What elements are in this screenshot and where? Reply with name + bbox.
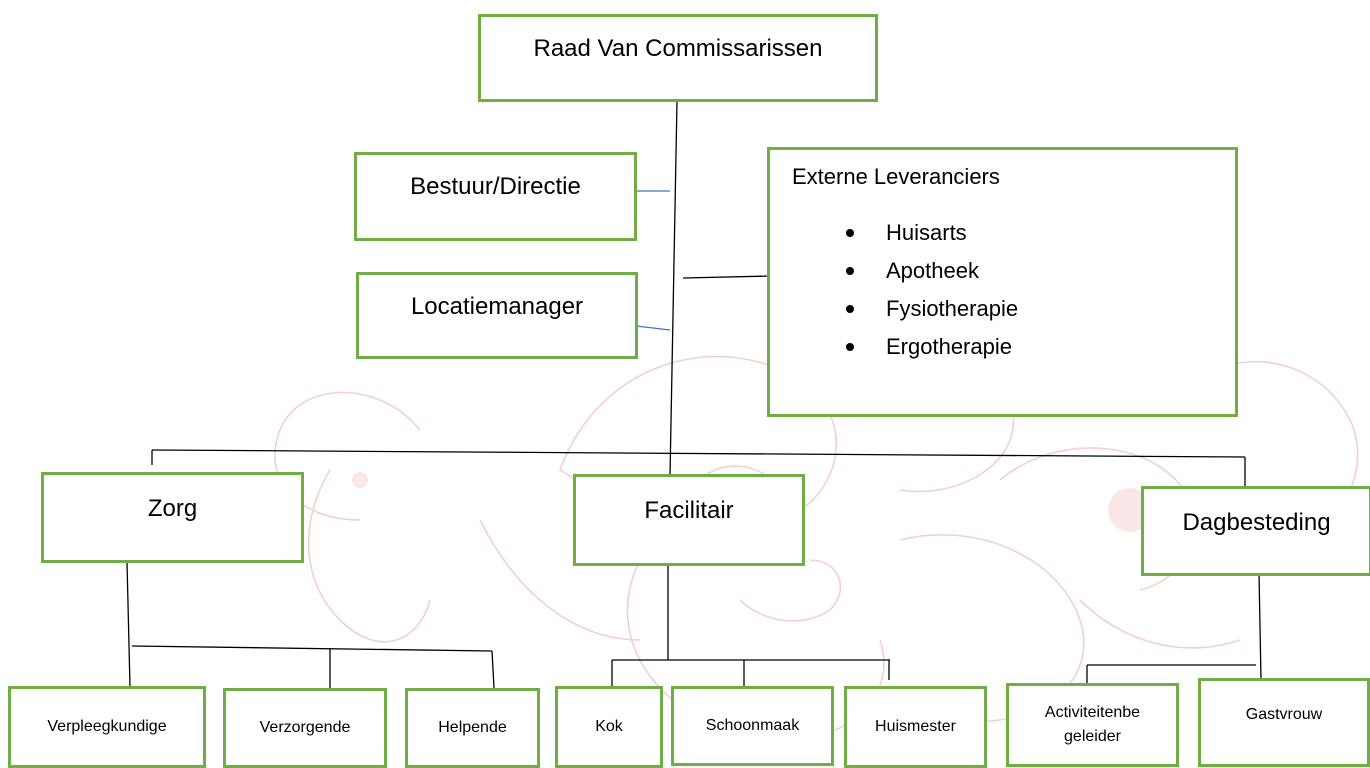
node-label: Helpende [438,719,507,737]
externe-list: Huisarts Apotheek Fysiotherapie Ergother… [792,214,1235,366]
node-huismester: Huismester [844,686,987,768]
node-dagbesteding: Dagbesteding [1141,486,1370,576]
node-label: Zorg [147,495,198,522]
node-label: Bestuur/Directie [410,173,581,200]
node-label: Gastvrouw [1245,706,1323,723]
node-label: Activiteitenbe geleider [1044,704,1141,745]
node-bestuur-directie: Bestuur/Directie [354,152,637,241]
node-schoonmaak: Schoonmaak [671,686,834,766]
node-kok: Kok [555,686,663,768]
node-externe-leveranciers: Externe Leveranciers Huisarts Apotheek F… [767,147,1238,417]
node-helpende: Helpende [405,688,540,768]
node-label: Schoonmaak [705,717,800,735]
node-zorg: Zorg [41,472,304,563]
externe-title: Externe Leveranciers [792,164,1000,189]
externe-item-apotheek: Apotheek [846,252,1235,290]
node-label: Verzorgende [259,719,351,737]
node-label: Raad Van Commissarissen [533,35,823,62]
externe-item-huisarts: Huisarts [846,214,1235,252]
node-verzorgende: Verzorgende [223,688,387,768]
node-label: Dagbesteding [1182,509,1331,536]
externe-item-fysiotherapie: Fysiotherapie [846,290,1235,328]
externe-item-ergotherapie: Ergotherapie [846,328,1235,366]
node-label: Huismester [875,718,956,736]
node-activiteitenbegeleider: Activiteitenbe geleider [1006,683,1179,767]
node-verpleegkundige: Verpleegkundige [8,686,206,768]
node-raad-van-commissarissen: Raad Van Commissarissen [478,14,878,102]
node-label: Facilitair [644,497,734,524]
node-label: Locatiemanager [410,293,584,320]
node-label: Kok [595,718,623,736]
node-label: Verpleegkundige [47,718,167,736]
node-facilitair: Facilitair [573,474,805,566]
node-locatiemanager: Locatiemanager [356,272,638,359]
node-gastvrouw: Gastvrouw [1198,678,1370,767]
